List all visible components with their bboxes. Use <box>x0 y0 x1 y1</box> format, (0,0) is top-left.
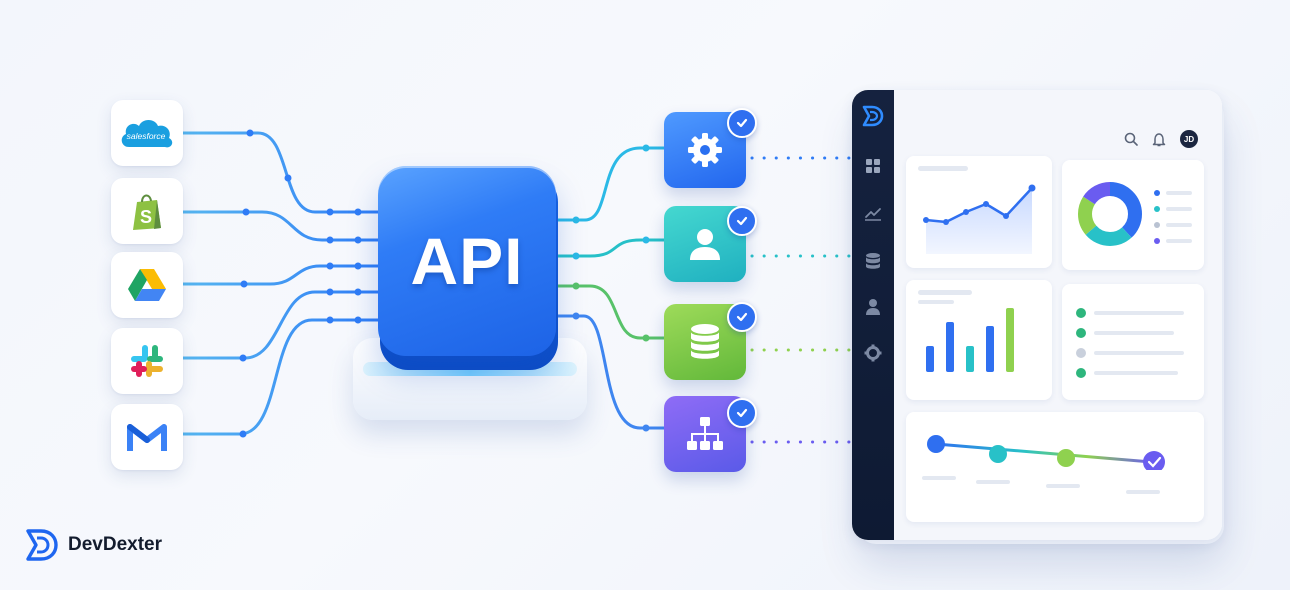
dashboard-sidebar <box>852 90 894 540</box>
users-check-icon <box>727 206 757 236</box>
shopify-bag-icon: S <box>133 194 161 230</box>
search-icon[interactable] <box>1124 132 1138 146</box>
checklist-card <box>1062 284 1204 400</box>
service-users-tile[interactable] <box>664 206 746 282</box>
slack-tile[interactable] <box>111 328 183 394</box>
gear-icon[interactable] <box>864 344 882 362</box>
wire-salesforce <box>181 131 382 214</box>
wire-slack <box>181 290 382 360</box>
database-icon[interactable] <box>865 252 881 270</box>
devdexter-logo-icon <box>862 105 884 127</box>
grid-icon[interactable] <box>865 158 881 174</box>
wire-shopify <box>181 210 382 242</box>
user-icon[interactable] <box>865 298 881 316</box>
settings-check-icon <box>727 108 757 138</box>
shopify-logo-letter: S <box>140 207 152 227</box>
salesforce-tile[interactable]: salesforce <box>111 100 183 166</box>
dashboard-window: JD <box>852 90 1222 540</box>
gmail-icon <box>127 424 167 451</box>
brand[interactable]: DevDexter <box>24 528 162 562</box>
slack-icon <box>131 345 163 377</box>
line-chart-card <box>906 156 1052 268</box>
line-chart-graphic <box>923 184 1036 254</box>
avatar[interactable]: JD <box>1180 130 1198 148</box>
donut-chart-card <box>1062 160 1204 270</box>
hierarchy-icon <box>687 417 723 450</box>
user-icon <box>690 229 720 260</box>
donut-chart-graphic <box>1078 182 1142 246</box>
bar-chart-card <box>906 280 1052 400</box>
database-icon <box>691 324 719 359</box>
database-check-icon <box>727 302 757 332</box>
gear-icon <box>688 133 722 167</box>
line-chart-icon[interactable] <box>864 206 882 222</box>
salesforce-logo-text: salesforce <box>127 131 166 141</box>
bell-icon[interactable] <box>1152 132 1166 147</box>
timeline-card <box>906 412 1204 522</box>
devdexter-logo-icon <box>26 529 58 561</box>
api-hub[interactable]: API <box>378 166 556 356</box>
gmail-tile[interactable] <box>111 404 183 470</box>
api-hub-label: API <box>410 224 524 298</box>
wire-drive <box>181 264 382 286</box>
google-drive-tile[interactable] <box>111 252 183 318</box>
workflow-check-icon <box>727 398 757 428</box>
google-drive-icon <box>128 269 166 301</box>
progress-timeline <box>927 435 1165 470</box>
dashboard-main: JD <box>894 90 1222 540</box>
salesforce-cloud-icon: salesforce <box>121 120 173 148</box>
brand-name: DevDexter <box>68 534 162 555</box>
shopify-tile[interactable]: S <box>111 178 183 244</box>
wire-gmail <box>181 318 382 436</box>
avatar-initials: JD <box>1183 134 1195 144</box>
